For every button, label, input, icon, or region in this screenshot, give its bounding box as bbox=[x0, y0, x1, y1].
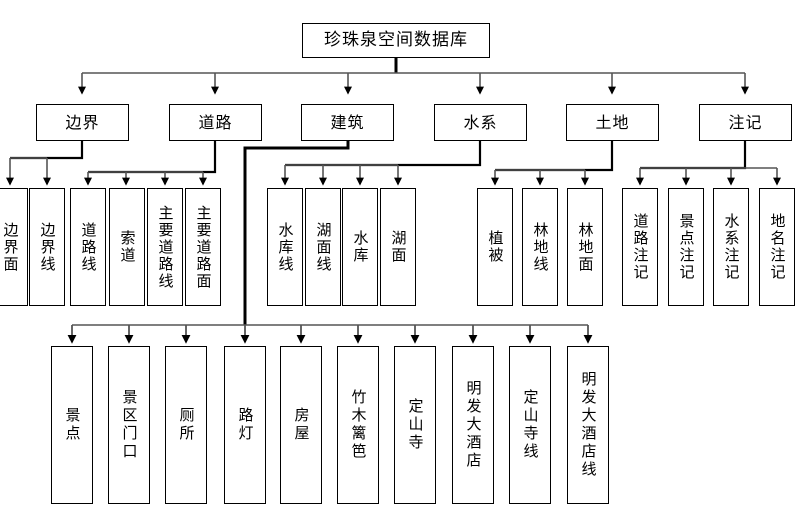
node-leaf-cableway-label: 索道 bbox=[118, 230, 137, 264]
node-leaf-cableway[interactable]: 索道 bbox=[109, 188, 145, 306]
node-category-road[interactable]: 道路 bbox=[169, 104, 262, 141]
node-leaf-scenic-annotation-label: 景点注记 bbox=[677, 213, 696, 281]
node-leaf-forest-line-label: 林地线 bbox=[531, 221, 550, 273]
wire-root-to-categories bbox=[78, 58, 749, 95]
node-leaf-mingfa-hotel-line[interactable]: 明发大酒店线 bbox=[567, 346, 609, 504]
node-leaf-dingshan-temple[interactable]: 定山寺 bbox=[394, 346, 436, 504]
node-category-water-label: 水系 bbox=[463, 112, 498, 132]
node-leaf-boundary-line[interactable]: 边界线 bbox=[29, 188, 65, 306]
node-category-annotation-label: 注记 bbox=[728, 112, 763, 132]
node-root-label: 珍珠泉空间数据库 bbox=[324, 29, 468, 50]
node-leaf-toilet[interactable]: 厕所 bbox=[165, 346, 207, 504]
node-category-land[interactable]: 土地 bbox=[566, 104, 659, 141]
node-leaf-scenic-annotation[interactable]: 景点注记 bbox=[668, 188, 704, 306]
wire-annotation-children bbox=[636, 141, 781, 186]
node-leaf-reservoir-line-label: 水库线 bbox=[276, 221, 295, 273]
wire-water-children bbox=[281, 141, 482, 186]
node-leaf-lake-label: 湖面 bbox=[389, 230, 408, 264]
node-leaf-forest-line[interactable]: 林地线 bbox=[522, 188, 558, 306]
node-leaf-reservoir-line[interactable]: 水库线 bbox=[267, 188, 303, 306]
node-leaf-road-annotation-label: 道路注记 bbox=[631, 213, 650, 281]
node-leaf-scenic-spot-label: 景点 bbox=[63, 407, 82, 443]
node-leaf-boundary-polygon-label: 边界面 bbox=[1, 221, 20, 273]
node-category-road-label: 道路 bbox=[198, 112, 233, 132]
node-leaf-lake-line[interactable]: 湖面线 bbox=[305, 188, 341, 306]
node-leaf-forest-polygon[interactable]: 林地面 bbox=[567, 188, 603, 306]
node-leaf-road-line-label: 道路线 bbox=[79, 221, 98, 273]
node-leaf-placename-annotation[interactable]: 地名注记 bbox=[759, 188, 795, 306]
node-leaf-scenic-gate-label: 景区门口 bbox=[120, 389, 139, 461]
node-leaf-street-lamp[interactable]: 路灯 bbox=[224, 346, 266, 504]
node-leaf-mingfa-hotel-label: 明发大酒店 bbox=[464, 380, 483, 470]
node-leaf-toilet-label: 厕所 bbox=[177, 407, 196, 443]
node-leaf-vegetation-label: 植被 bbox=[486, 230, 505, 264]
node-leaf-lake[interactable]: 湖面 bbox=[380, 188, 416, 306]
node-leaf-house-label: 房屋 bbox=[292, 407, 311, 443]
node-leaf-mingfa-hotel-line-label: 明发大酒店线 bbox=[579, 371, 598, 479]
node-leaf-placename-annotation-label: 地名注记 bbox=[768, 213, 787, 281]
node-category-boundary[interactable]: 边界 bbox=[36, 104, 129, 141]
node-category-land-label: 土地 bbox=[595, 112, 630, 132]
wire-land-children bbox=[491, 141, 614, 186]
node-leaf-water-annotation[interactable]: 水系注记 bbox=[713, 188, 749, 306]
node-leaf-main-road-line[interactable]: 主要道路线 bbox=[147, 188, 183, 306]
node-leaf-dingshan-temple-line[interactable]: 定山寺线 bbox=[509, 346, 551, 504]
node-leaf-road-annotation[interactable]: 道路注记 bbox=[622, 188, 658, 306]
node-leaf-forest-polygon-label: 林地面 bbox=[576, 221, 595, 273]
wire-road-children bbox=[84, 141, 217, 186]
node-leaf-bamboo-fence-label: 竹木篱笆 bbox=[349, 389, 368, 461]
node-category-boundary-label: 边界 bbox=[65, 112, 100, 132]
node-category-building[interactable]: 建筑 bbox=[301, 104, 394, 141]
node-leaf-mingfa-hotel[interactable]: 明发大酒店 bbox=[452, 346, 494, 504]
wire-boundary-children bbox=[6, 141, 84, 186]
node-leaf-reservoir-label: 水库 bbox=[351, 230, 370, 264]
node-leaf-scenic-gate[interactable]: 景区门口 bbox=[108, 346, 150, 504]
node-root[interactable]: 珍珠泉空间数据库 bbox=[302, 23, 490, 58]
node-leaf-scenic-spot[interactable]: 景点 bbox=[51, 346, 93, 504]
node-leaf-boundary-polygon[interactable]: 边界面 bbox=[0, 188, 28, 306]
node-leaf-bamboo-fence[interactable]: 竹木篱笆 bbox=[337, 346, 379, 504]
node-leaf-dingshan-temple-line-label: 定山寺线 bbox=[521, 389, 540, 461]
node-leaf-street-lamp-label: 路灯 bbox=[236, 407, 255, 443]
node-leaf-main-road-line-label: 主要道路线 bbox=[156, 204, 175, 290]
node-leaf-main-road-polygon[interactable]: 主要道路面 bbox=[185, 188, 221, 306]
node-leaf-house[interactable]: 房屋 bbox=[280, 346, 322, 504]
wire-building-children bbox=[67, 324, 593, 344]
node-leaf-main-road-polygon-label: 主要道路面 bbox=[194, 204, 213, 290]
node-leaf-boundary-line-label: 边界线 bbox=[38, 221, 57, 273]
node-leaf-reservoir[interactable]: 水库 bbox=[342, 188, 378, 306]
node-leaf-water-annotation-label: 水系注记 bbox=[722, 213, 741, 281]
node-category-water[interactable]: 水系 bbox=[434, 104, 527, 141]
node-leaf-road-line[interactable]: 道路线 bbox=[70, 188, 106, 306]
node-category-annotation[interactable]: 注记 bbox=[699, 104, 792, 141]
node-leaf-lake-line-label: 湖面线 bbox=[314, 221, 333, 273]
node-leaf-vegetation[interactable]: 植被 bbox=[477, 188, 513, 306]
node-category-building-label: 建筑 bbox=[330, 112, 365, 132]
node-leaf-dingshan-temple-label: 定山寺 bbox=[406, 398, 425, 452]
